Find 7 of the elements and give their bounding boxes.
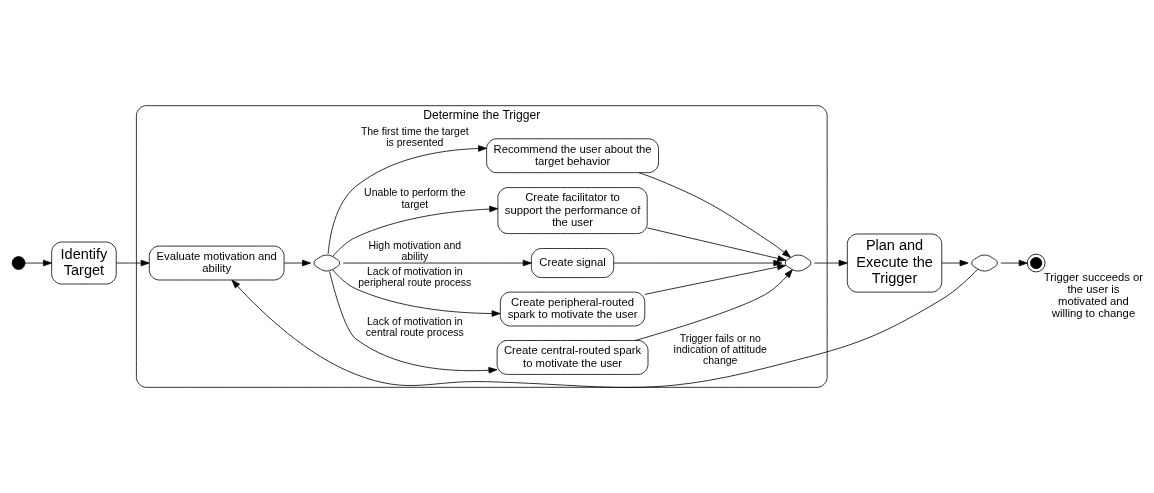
edge-label: Lack of motivation in peripheral route process — [358, 265, 472, 288]
node-label: Trigger succeeds or the user is motivated and willing to change — [1043, 270, 1144, 320]
edge-label: Trigger fails or no indication of attitude change — [673, 332, 767, 367]
edge-label: Lack of motivation in central route process — [365, 315, 464, 338]
edge-label: The first time the target is presented — [360, 126, 469, 149]
edge-label: Unable to perform the target — [364, 187, 466, 210]
edge-label: High motivation and ability — [368, 239, 462, 263]
